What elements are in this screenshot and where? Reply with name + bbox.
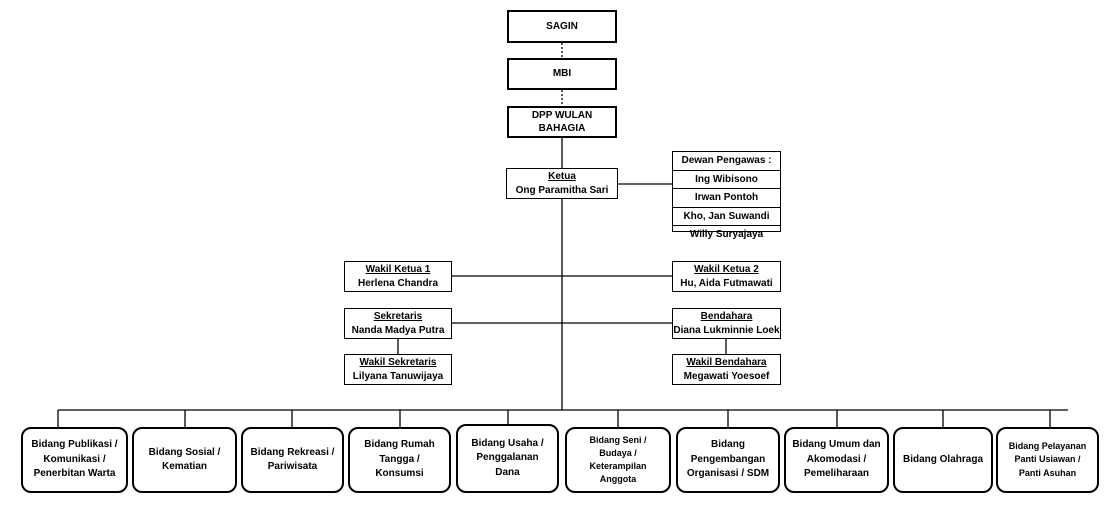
wakil-sekretaris-name: Lilyana Tanuwijaya bbox=[352, 370, 444, 382]
bidang-olahraga-box: Bidang Olahraga bbox=[893, 427, 993, 493]
bidang-label: Bidang Sosial / Kematian bbox=[148, 446, 221, 473]
wakil-bendahara-title: Wakil Bendahara bbox=[686, 357, 767, 368]
mbi-box: MBI bbox=[507, 58, 617, 90]
bidang-label: Bidang Pelayanan Panti Usiawan / Panti A… bbox=[1008, 441, 1087, 478]
wakil-ketua-1-name: Herlena Chandra bbox=[357, 277, 439, 289]
dewan-member: Willy Suryajaya bbox=[689, 229, 764, 240]
wakil-ketua-2-name: Hu, Aida Futmawati bbox=[680, 277, 773, 289]
bidang-pengembangan-box: Bidang Pengembangan Organisasi / SDM bbox=[676, 427, 780, 493]
wakil-ketua-1-title: Wakil Ketua 1 bbox=[365, 264, 431, 275]
dewan-member: Ing Wibisono bbox=[673, 171, 780, 189]
wakil-bendahara-box: Wakil Bendahara Megawati Yoesoef bbox=[672, 354, 781, 385]
bidang-seni-box: Bidang Seni / Budaya / Keterampilan Angg… bbox=[565, 427, 671, 493]
bidang-rekreasi-box: Bidang Rekreasi / Pariwisata bbox=[241, 427, 344, 493]
bidang-usaha-box: Bidang Usaha / Penggalanan Dana bbox=[456, 424, 559, 493]
bidang-pelayanan-box: Bidang Pelayanan Panti Usiawan / Panti A… bbox=[996, 427, 1099, 493]
bendahara-box: Bendahara Diana Lukminnie Loek bbox=[672, 308, 781, 339]
dpp-label: DPP WULAN BAHAGIA bbox=[531, 109, 593, 135]
bidang-label: Bidang Rumah Tangga / Konsumsi bbox=[364, 439, 435, 480]
bidang-publikasi-box: Bidang Publikasi / Komunikasi / Penerbit… bbox=[21, 427, 128, 493]
bidang-label: Bidang Seni / Budaya / Keterampilan Angg… bbox=[589, 434, 647, 485]
sekretaris-title: Sekretaris bbox=[373, 311, 423, 322]
ketua-name: Ong Paramitha Sari bbox=[515, 184, 609, 196]
dewan-pengawas-box: Dewan Pengawas : Ing Wibisono Irwan Pont… bbox=[672, 151, 781, 240]
wakil-ketua-1-box: Wakil Ketua 1 Herlena Chandra bbox=[344, 261, 452, 292]
bidang-label: Bidang Publikasi / Komunikasi / Penerbit… bbox=[31, 439, 118, 480]
sekretaris-box: Sekretaris Nanda Madya Putra bbox=[344, 308, 452, 339]
wakil-sekretaris-title: Wakil Sekretaris bbox=[359, 357, 437, 368]
sagin-box: SAGIN bbox=[507, 10, 617, 43]
bendahara-title: Bendahara bbox=[700, 311, 753, 322]
dpp-box: DPP WULAN BAHAGIA bbox=[507, 106, 617, 138]
bidang-umum-box: Bidang Umum dan Akomodasi / Pemeliharaan bbox=[784, 427, 889, 493]
wakil-ketua-2-box: Wakil Ketua 2 Hu, Aida Futmawati bbox=[672, 261, 781, 292]
bidang-label: Bidang Pengembangan Organisasi / SDM bbox=[686, 439, 770, 480]
sagin-label: SAGIN bbox=[546, 20, 578, 32]
dewan-member: Irwan Pontoh bbox=[673, 189, 780, 208]
bidang-rumah-tangga-box: Bidang Rumah Tangga / Konsumsi bbox=[348, 427, 451, 493]
dewan-member: Kho, Jan Suwandi bbox=[673, 208, 780, 226]
bendahara-name: Diana Lukminnie Loek bbox=[673, 324, 780, 336]
bidang-label: Bidang Umum dan Akomodasi / Pemeliharaan bbox=[792, 439, 881, 480]
ketua-box: Ketua Ong Paramitha Sari bbox=[506, 168, 618, 199]
wakil-bendahara-name: Megawati Yoesoef bbox=[683, 370, 770, 382]
bidang-sosial-box: Bidang Sosial / Kematian bbox=[132, 427, 237, 493]
bidang-label: Bidang Rekreasi / Pariwisata bbox=[250, 446, 335, 473]
ketua-title: Ketua bbox=[548, 171, 576, 182]
bidang-label: Bidang Olahraga bbox=[902, 453, 983, 465]
wakil-sekretaris-box: Wakil Sekretaris Lilyana Tanuwijaya bbox=[344, 354, 452, 385]
sekretaris-name: Nanda Madya Putra bbox=[351, 324, 445, 336]
wakil-ketua-2-title: Wakil Ketua 2 bbox=[694, 264, 759, 275]
bidang-label: Bidang Usaha / Penggalanan Dana bbox=[471, 437, 544, 478]
dewan-pengawas-title: Dewan Pengawas : bbox=[673, 152, 780, 171]
mbi-label: MBI bbox=[552, 68, 572, 80]
